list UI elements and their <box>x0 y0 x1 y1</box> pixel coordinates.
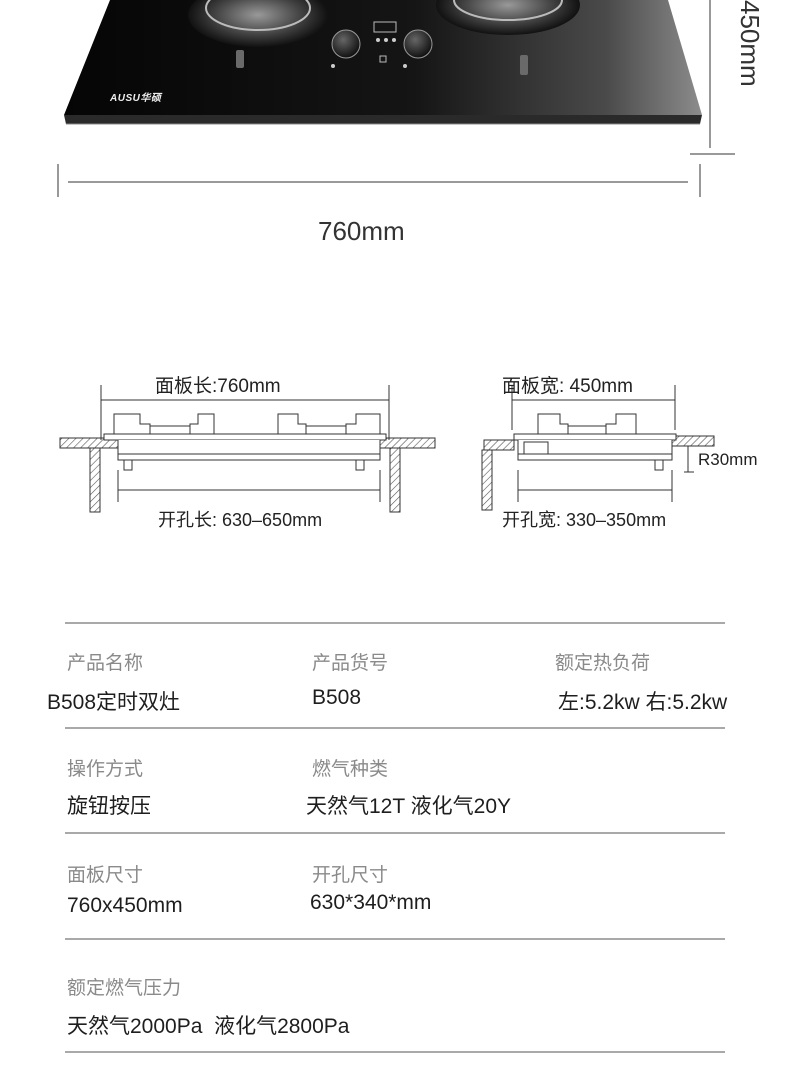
length-diagram <box>59 385 436 513</box>
spec-label-panel-size: 面板尺寸 <box>67 865 144 886</box>
cutout-width-label: 开孔宽: 330–350mm <box>502 510 667 530</box>
installation-diagram <box>59 385 715 513</box>
spec-label-cutout-size: 开孔尺寸 <box>312 865 389 886</box>
timer-display <box>373 21 397 33</box>
left-knob <box>331 29 361 59</box>
brand-logo: AUSU华硕 <box>110 93 162 104</box>
glass-edge <box>64 115 702 124</box>
left-burner <box>188 0 328 47</box>
cutout-length-label: 开孔长: 630–650mm <box>158 510 323 530</box>
spec-label-gas-type: 燃气种类 <box>312 759 389 780</box>
spec-label-product-code: 产品货号 <box>312 653 389 674</box>
spec-value-heat-load: 左:5.2kw 右:5.2kw <box>558 691 728 714</box>
spec-value-gas-type: 天然气12T 液化气20Y <box>306 795 512 818</box>
spec-divider <box>65 727 725 729</box>
spec-value-gas-pressure: 天然气2000Pa 液化气2800Pa <box>67 1015 350 1038</box>
spec-value-operation: 旋钮按压 <box>67 795 151 818</box>
spec-value-cutout-size: 630*340*mm <box>310 891 432 914</box>
radius-label: R30mm <box>698 450 758 469</box>
spec-divider <box>65 622 725 624</box>
product-photo: AUSU华硕 450mm 760mm <box>0 0 790 260</box>
spec-label-operation: 操作方式 <box>67 759 144 780</box>
spec-label-gas-pressure: 额定燃气压力 <box>67 978 182 999</box>
right-burner <box>436 0 580 35</box>
panel-length-label: 面板长:760mm <box>155 376 281 397</box>
width-dimension-label: 760mm <box>318 216 405 246</box>
spec-label-heat-load: 额定热负荷 <box>555 653 651 674</box>
height-dimension-label: 450mm <box>735 0 765 87</box>
spec-divider <box>65 832 725 834</box>
spec-divider <box>65 1051 725 1053</box>
spec-label-product-name: 产品名称 <box>67 653 144 674</box>
width-diagram <box>481 385 715 511</box>
right-knob <box>403 29 433 59</box>
cooktop-illustration <box>57 0 735 197</box>
install-diagrams: 面板长:760mm 开孔长: 630–650mm 面板宽: 450mm 开孔宽:… <box>0 330 790 560</box>
spec-value-product-name: B508定时双灶 <box>47 691 181 714</box>
spec-value-panel-size: 760x450mm <box>67 894 183 917</box>
spec-value-product-code: B508 <box>312 686 362 709</box>
panel-width-label: 面板宽: 450mm <box>502 376 633 397</box>
spec-divider <box>65 938 725 940</box>
